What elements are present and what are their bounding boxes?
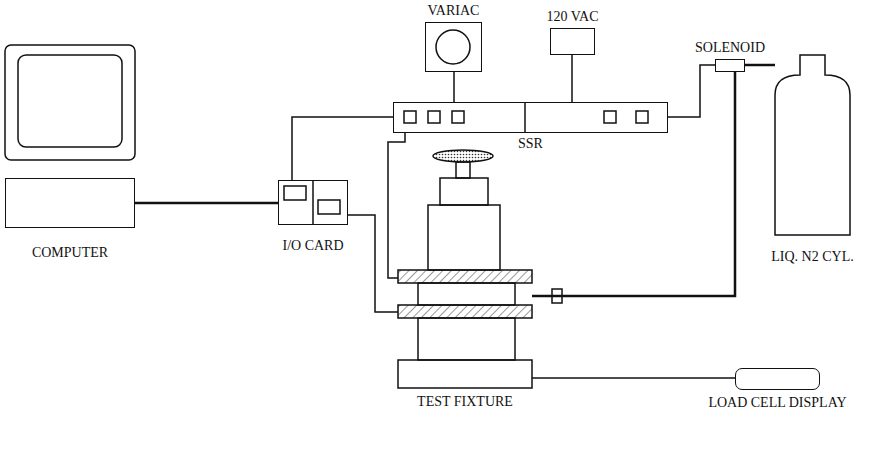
wire-line [453,72,455,102]
wire-line [532,377,735,379]
node-label: LOAD CELL DISPLAY [708,395,846,411]
ssr-terminal [404,111,416,123]
gas-cylinder [775,55,850,235]
screen [18,55,122,147]
wire-line [745,64,775,67]
load-cell-base [398,360,532,388]
fixture-stem [456,162,470,178]
fixture-spacer [418,283,515,305]
heater-plate [398,305,532,318]
ssr-terminal [604,111,616,123]
wire [348,215,398,312]
node-label: TEST FIXTURE [417,394,513,410]
test-fixture: TEST FIXTURE [398,150,532,388]
wire-line [388,133,405,278]
wire [745,65,775,66]
wire [532,72,735,296]
fixture-body [440,178,488,205]
node-label: LIQ. N2 CYL. [771,249,853,265]
ssr-terminal [452,111,464,123]
io-card: I/O CARD [278,180,348,225]
ssr-terminal [428,111,440,123]
fixture-spacer [418,318,515,360]
card-slot [318,200,340,214]
heater-plate [398,270,532,283]
wire [532,378,735,379]
gas-cylinder-node: LIQ. N2 CYL. [775,55,850,235]
node-label: SOLENOID [695,40,765,56]
wire [668,65,715,117]
node-label: VARIAC [428,3,480,19]
wire-line [668,65,715,117]
power-outlet: 120 VAC [550,28,595,55]
wire-line [571,55,573,102]
wire-line [348,215,398,312]
computer-base: COMPUTER [5,178,135,228]
wire-line [135,202,278,205]
wire-line [292,117,393,180]
wire [135,203,278,204]
relay-box: SSR [393,102,668,133]
node-label: COMPUTER [32,245,108,261]
ssr-terminal [636,111,648,123]
ssr-divider [524,102,526,133]
wire [572,55,573,102]
wire [388,133,405,278]
fixture-body [428,205,500,270]
load-cell-display: LOAD CELL DISPLAY [735,368,820,390]
monitor [5,45,135,160]
wire-line [532,72,735,296]
wire [292,117,393,180]
node-label: I/O CARD [282,238,343,254]
wire [454,72,455,102]
solenoid-valve: SOLENOID [715,59,745,72]
fixture-knob [433,150,493,162]
card-divider [312,180,314,225]
variac-box: VARIAC [425,22,482,72]
node-label: SSR [518,136,543,152]
node-label: 120 VAC [546,9,598,25]
card-slot [284,186,306,200]
variac-dial [436,30,470,64]
